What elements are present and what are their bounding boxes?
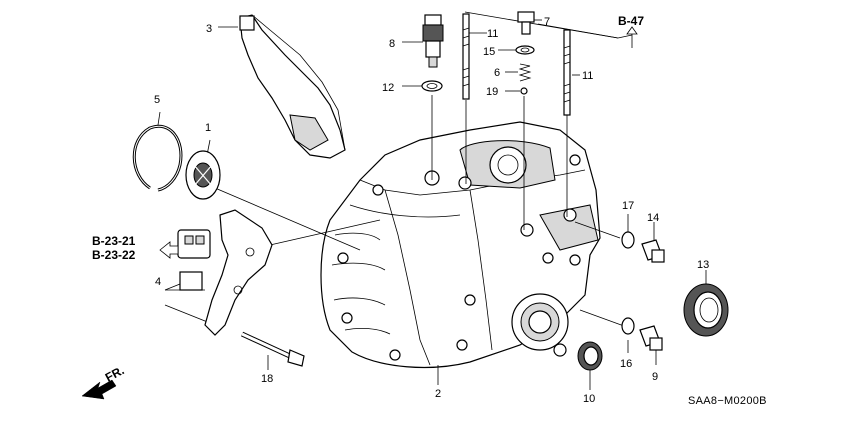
callout-13: 13 <box>697 259 709 271</box>
callout-18: 18 <box>261 373 273 385</box>
callout-9: 9 <box>652 371 658 383</box>
callout-14: 14 <box>647 212 659 224</box>
callout-8: 8 <box>389 38 395 50</box>
part-9-plug-bolt <box>639 325 663 351</box>
part-16-washer <box>621 317 635 335</box>
part-7-bolt <box>517 11 535 35</box>
part-3-bracket <box>239 14 346 159</box>
callout-4: 4 <box>155 276 161 288</box>
ref-b47-arrow <box>626 26 638 48</box>
part-14-plug-bolt <box>641 239 665 263</box>
front-label: FR. <box>103 363 127 384</box>
part-10-seal <box>577 341 603 371</box>
part-12-washer <box>421 80 443 92</box>
ref-label-b47[interactable]: B-47 <box>618 14 644 28</box>
part-13-oil-seal <box>683 283 729 337</box>
part-5-snap-ring <box>132 124 183 192</box>
part-15-washer <box>515 45 535 55</box>
front-arrow-icon <box>81 379 117 400</box>
callout-7: 7 <box>544 16 550 28</box>
part-18-long-bolt <box>240 331 305 367</box>
ref-label-b2321[interactable]: B-23-21 <box>92 234 136 248</box>
callout-15: 15 <box>483 46 495 58</box>
callout-11-top: 11 <box>487 28 498 40</box>
callout-3: 3 <box>206 23 212 35</box>
part-6-spring <box>518 63 532 82</box>
callout-19: 19 <box>486 86 498 98</box>
part-11-stud-right <box>563 29 571 116</box>
callout-16: 16 <box>620 358 632 370</box>
ref-b23-arrow <box>159 241 179 259</box>
callout-17: 17 <box>622 200 634 212</box>
part-19-ball <box>520 87 528 95</box>
diagram-code: SAA8−M0200B <box>688 395 767 407</box>
callout-11-right: 11 <box>582 70 593 82</box>
callout-5: 5 <box>154 94 160 106</box>
part-8-sensor <box>422 14 444 68</box>
callout-6: 6 <box>494 67 500 79</box>
part-17-washer <box>621 231 635 249</box>
part-4-bracket <box>177 209 273 336</box>
transmission-case <box>320 121 601 369</box>
part-11-stud-left <box>462 13 470 100</box>
callout-12: 12 <box>382 82 394 94</box>
callout-2: 2 <box>435 388 441 400</box>
part-1-plate <box>185 150 221 200</box>
ref-label-b2322[interactable]: B-23-22 <box>92 248 136 262</box>
callout-1: 1 <box>205 122 211 134</box>
callout-10: 10 <box>583 393 595 405</box>
